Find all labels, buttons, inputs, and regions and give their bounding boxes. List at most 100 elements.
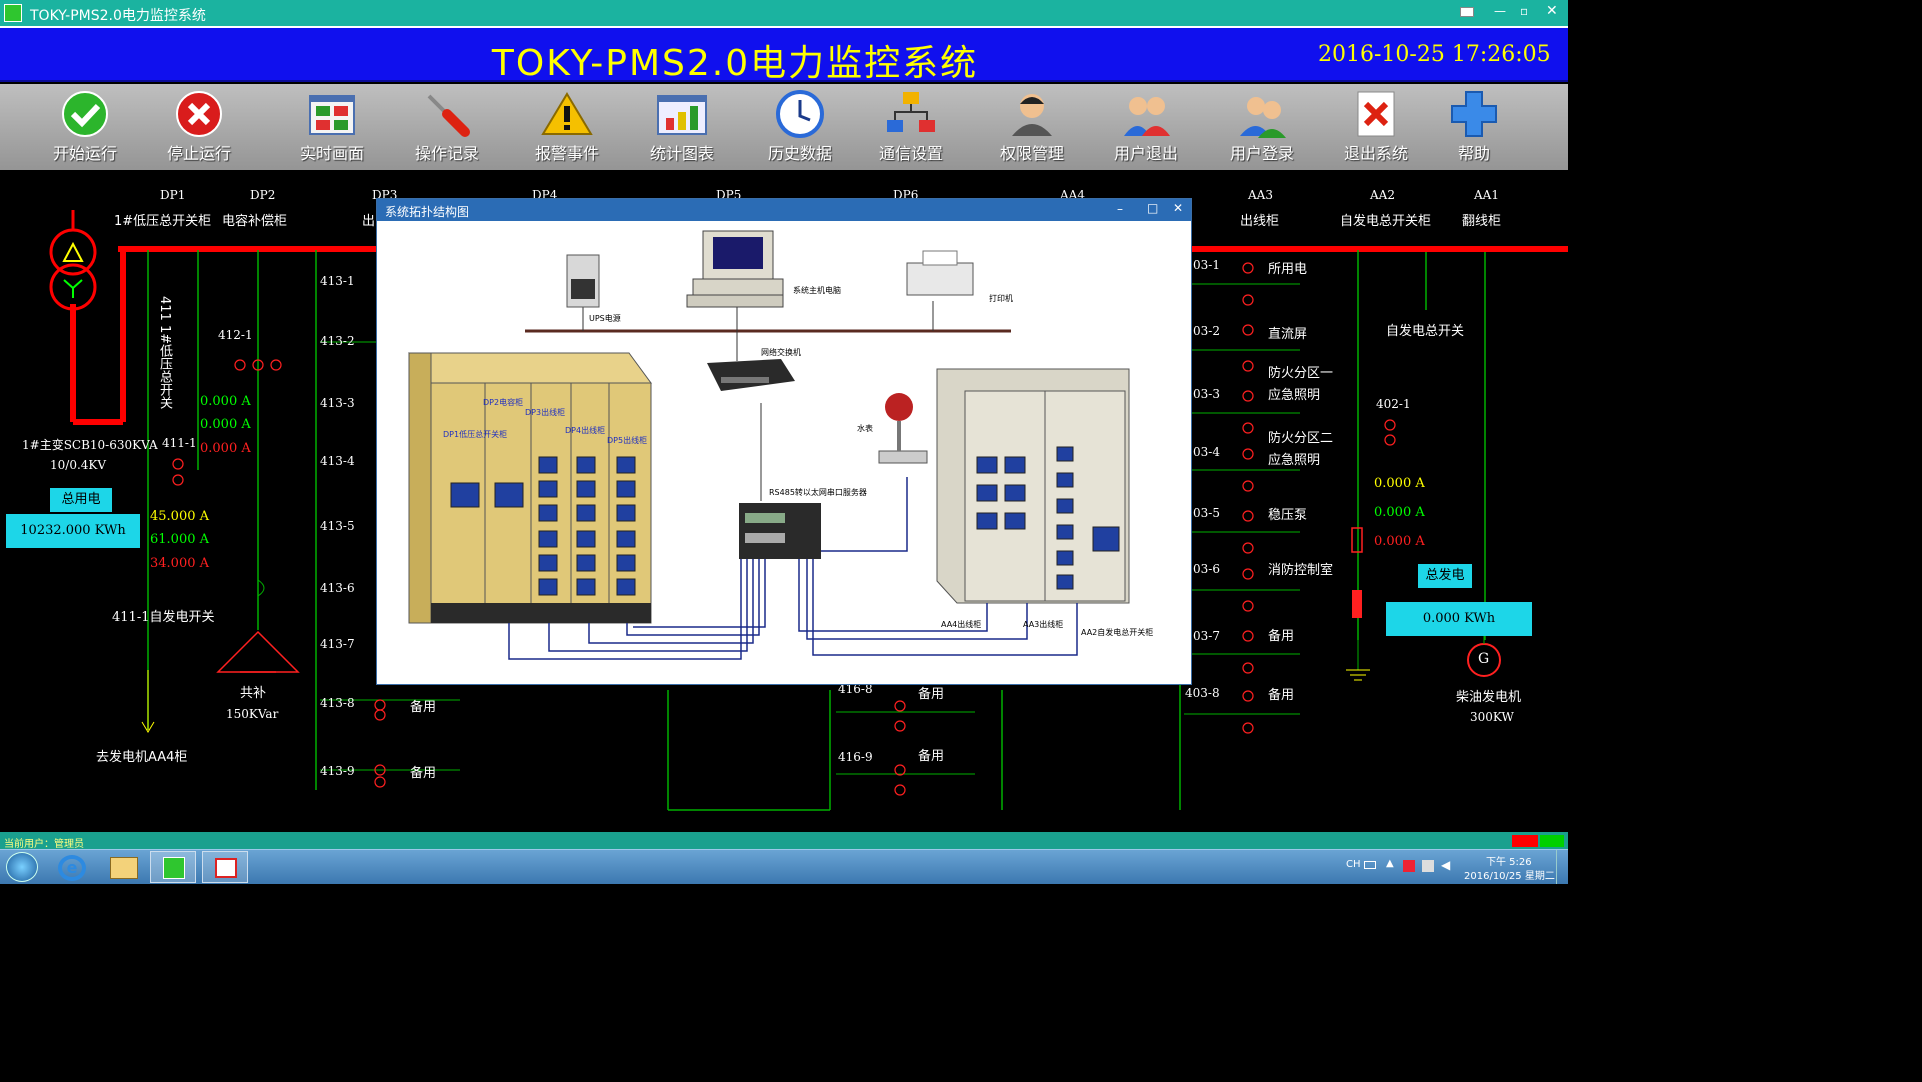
feeder-413-9-name: 备用 <box>410 766 437 781</box>
feeder-416-9: 416-9 <box>838 750 873 764</box>
toolbar-button-7[interactable]: 历史数据 <box>748 84 852 170</box>
feeder-413-7: 413-7 <box>320 637 355 651</box>
toolbar-button-9[interactable]: 权限管理 <box>980 84 1084 170</box>
topology-dp3-label: DP3出线柜 <box>525 408 566 417</box>
users-icon <box>1124 97 1170 136</box>
toolbar-button-10[interactable]: 用户退出 <box>1094 84 1198 170</box>
explorer-icon[interactable] <box>110 857 138 879</box>
feeder-413-3: 413-3 <box>320 396 355 410</box>
dp2-current-b: 0.000 A <box>200 417 251 432</box>
topology-printer-label: 打印机 <box>989 294 1013 303</box>
transformer-label: 1#主变SCB10-630KVA <box>22 438 158 452</box>
gen-switch-label: 411-1自发电开关 <box>112 610 215 625</box>
start-button[interactable] <box>6 852 38 882</box>
toolbar-button-6[interactable]: 统计图表 <box>630 84 734 170</box>
toolbar-button-13[interactable]: 帮助 <box>1422 84 1526 170</box>
toolbar-button-2[interactable]: 停止运行 <box>147 84 251 170</box>
stop-icon <box>176 91 222 137</box>
pms-app-task[interactable] <box>150 851 196 883</box>
window-title: TOKY-PMS2.0电力监控系统 <box>30 8 206 24</box>
topology-close-button[interactable]: ✕ <box>1173 201 1184 215</box>
topology-minimize-button[interactable]: – <box>1117 202 1123 216</box>
show-desktop-button[interactable] <box>1556 850 1568 884</box>
total-generation-label: 总发电 <box>1418 564 1472 588</box>
topology-dp5-label: DP5出线柜 <box>607 436 648 445</box>
aa3-code-4: 03-4 <box>1193 445 1220 459</box>
tray-network-icon[interactable] <box>1422 860 1434 872</box>
feeder-413-5: 413-5 <box>320 519 355 533</box>
toolbar-button-12[interactable]: 退出系统 <box>1324 84 1428 170</box>
toolbar-button-label: 实时画面 <box>299 144 364 163</box>
realtime-icon <box>309 95 355 135</box>
feeder-416-9-name: 备用 <box>918 749 945 764</box>
taskbar: e CH ▲ ◀ 下午 5:26 2016/10/25 星期二 <box>0 849 1568 884</box>
toolbar-button-label: 用户登录 <box>1229 144 1294 163</box>
tray-keyboard-icon[interactable] <box>1364 861 1376 869</box>
app-task-2[interactable] <box>202 851 248 883</box>
topology-maximize-button[interactable]: □ <box>1147 201 1159 215</box>
restore-button[interactable]: ▫ <box>1520 4 1529 18</box>
feeder-413-8-name: 备用 <box>410 700 437 715</box>
flag-icon[interactable] <box>1460 7 1474 17</box>
network-icon <box>887 92 935 132</box>
cabinet-code-dp2: DP2 <box>250 188 276 202</box>
toolbar-button-label: 通信设置 <box>878 144 943 163</box>
minimize-button[interactable]: — <box>1494 4 1506 18</box>
dp2-current-c: 0.000 A <box>200 441 251 456</box>
topology-switch-label: 网络交换机 <box>761 348 801 357</box>
topology-aa4-label: AA4出线柜 <box>941 620 982 629</box>
topology-dp4-label: DP4出线柜 <box>565 426 606 435</box>
screwdriver-icon <box>427 94 470 137</box>
toolbar-button-3[interactable]: 实时画面 <box>280 84 384 170</box>
toolbar-button-label: 报警事件 <box>534 144 599 163</box>
aa3-code-8: 403-8 <box>1185 686 1220 700</box>
toolbar-button-label: 用户退出 <box>1113 144 1178 163</box>
close-button[interactable]: ✕ <box>1546 3 1558 19</box>
status-bar: 当前用户：管理员 <box>0 832 1568 850</box>
toolbar-button-1[interactable]: 开始运行 <box>33 84 137 170</box>
aa3-name-2: 直流屏 <box>1268 327 1308 342</box>
toolbar-button-label: 停止运行 <box>166 144 231 163</box>
cabinet-code-aa1: AA1 <box>1474 188 1499 202</box>
toolbar-button-label: 退出系统 <box>1343 144 1408 163</box>
cabinet-code-dp1: DP1 <box>160 188 186 202</box>
aa3-name-4: 防火分区二 应急照明 <box>1268 431 1334 468</box>
ie-icon[interactable]: e <box>58 855 86 881</box>
cabinet-code-aa3: AA3 <box>1248 188 1273 202</box>
tray-volume-icon[interactable]: ◀ <box>1441 858 1451 872</box>
feeder-413-1: 413-1 <box>320 274 355 288</box>
input-language[interactable]: CH <box>1346 859 1361 870</box>
toolbar-button-label: 帮助 <box>1457 144 1490 163</box>
topology-window-titlebar[interactable]: 系统拓扑结构图 – □ ✕ <box>377 199 1191 221</box>
aa3-code-1: 03-1 <box>1193 258 1220 272</box>
banner-title: TOKY-PMS2.0电力监控系统 <box>491 43 979 84</box>
aa3-code-6: 03-6 <box>1193 562 1220 576</box>
total-consumption-label: 总用电 <box>50 488 112 512</box>
toolbar-button-8[interactable]: 通信设置 <box>859 84 963 170</box>
topology-ups-label: UPS电源 <box>589 314 621 323</box>
aa3-code-3: 03-3 <box>1193 387 1220 401</box>
gen-current-b: 0.000 A <box>1374 505 1425 520</box>
pms-app-task-icon <box>163 857 185 879</box>
comp-label: 共补 <box>240 686 267 701</box>
topology-window: 系统拓扑结构图 – □ ✕ <box>376 198 1192 685</box>
banner: TOKY-PMS2.0电力监控系统 2016-10-25 17:26:05 <box>0 26 1568 84</box>
clock-time[interactable]: 下午 5:26 <box>1486 857 1532 868</box>
window-titlebar: TOKY-PMS2.0电力监控系统 — ▫ ✕ <box>0 0 1568 26</box>
dp2-current-a: 0.000 A <box>200 394 251 409</box>
toolbar-button-label: 历史数据 <box>767 144 832 163</box>
tray-arrow-icon[interactable]: ▲ <box>1386 858 1394 869</box>
voltage-label: 10/0.4KV <box>50 458 107 472</box>
toolbar-button-11[interactable]: 用户登录 <box>1210 84 1314 170</box>
clock-date[interactable]: 2016/10/25 星期二 <box>1464 871 1555 882</box>
toolbar-button-5[interactable]: 报警事件 <box>515 84 619 170</box>
cabinet-name-dp3: 出 <box>362 214 376 229</box>
main-switch-label: 411 1#低压总开关 <box>157 296 172 410</box>
chart-icon <box>657 95 707 135</box>
warning-icon <box>541 92 593 135</box>
toolbar-button-4[interactable]: 操作记录 <box>395 84 499 170</box>
status-indicator-red <box>1512 835 1538 847</box>
cabinet-name-dp2: 电容补偿柜 <box>222 214 288 229</box>
tray-flag-icon[interactable] <box>1403 860 1415 872</box>
comp-value: 150KVar <box>226 707 279 721</box>
